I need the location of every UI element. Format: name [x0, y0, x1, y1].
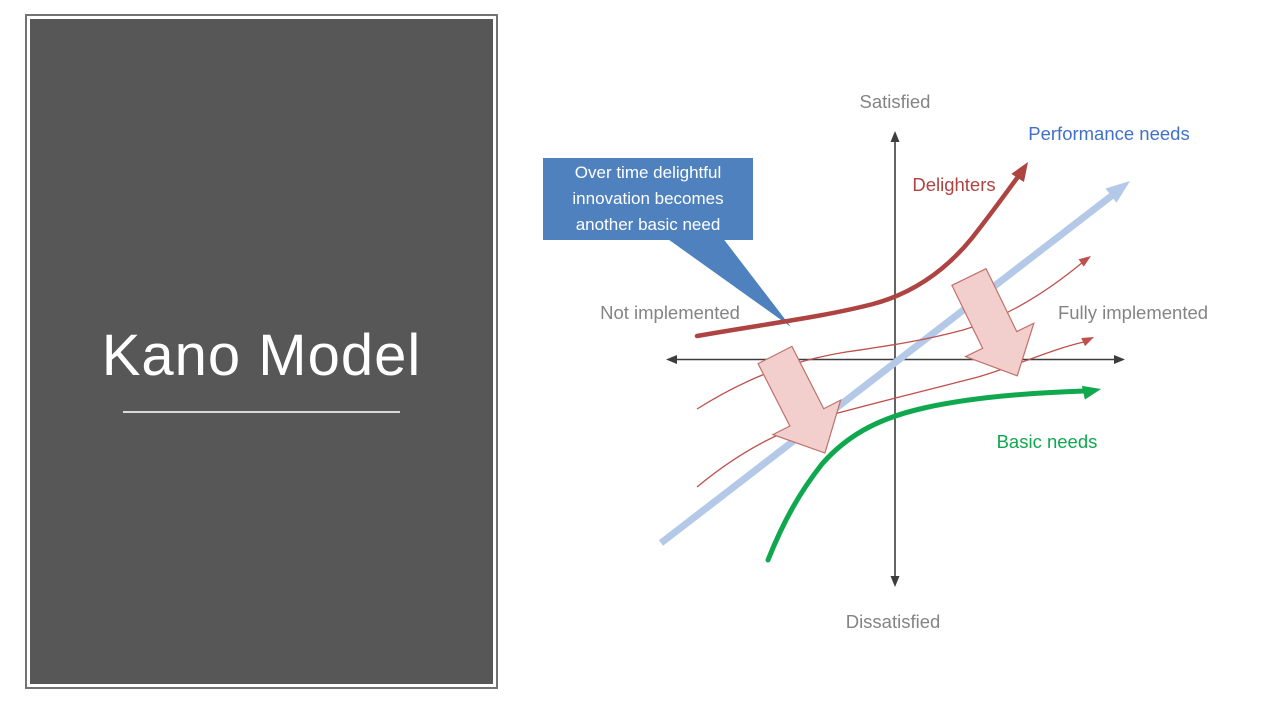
- label-satisfied: Satisfied: [860, 91, 931, 112]
- shift-arrow-left: [757, 345, 842, 454]
- v-axis-arrow-top-icon: [890, 131, 900, 142]
- title-group: Kano Model: [101, 322, 422, 414]
- delighters-curve: [694, 171, 1023, 339]
- h-axis-arrow-left-icon: [666, 355, 677, 364]
- label-not-implemented: Not implemented: [600, 302, 740, 323]
- basic-needs-arrowhead-icon: [1081, 385, 1101, 400]
- title-panel: Kano Model: [25, 14, 498, 689]
- ghost-curve-lower: [696, 341, 1085, 488]
- label-dissatisfied: Dissatisfied: [846, 611, 941, 632]
- delighters-arrowhead-icon: [1011, 162, 1028, 183]
- ghost-curve-lower-arrowhead-icon: [1081, 337, 1094, 347]
- callout-text: Over time delightful innovation becomes …: [572, 163, 724, 234]
- ghost-curve-upper-arrowhead-icon: [1078, 256, 1091, 267]
- basic-needs-curve: [765, 388, 1087, 563]
- h-axis-arrow-right-icon: [1114, 355, 1125, 364]
- performance-line: [658, 192, 1115, 546]
- label-fully-implemented: Fully implemented: [1058, 302, 1208, 323]
- label-delighters: Delighters: [912, 174, 995, 195]
- slide-title: Kano Model: [101, 322, 422, 388]
- label-basic-needs: Basic needs: [997, 431, 1098, 452]
- v-axis-arrow-bottom-icon: [890, 576, 900, 587]
- callout-box: [543, 158, 753, 240]
- title-underline: [122, 411, 400, 414]
- label-performance-needs: Performance needs: [1028, 123, 1189, 144]
- shift-arrow-right: [951, 267, 1035, 377]
- performance-arrowhead-icon: [1105, 181, 1130, 203]
- callout-tail: [665, 237, 791, 327]
- title-panel-fill: Kano Model: [30, 19, 493, 684]
